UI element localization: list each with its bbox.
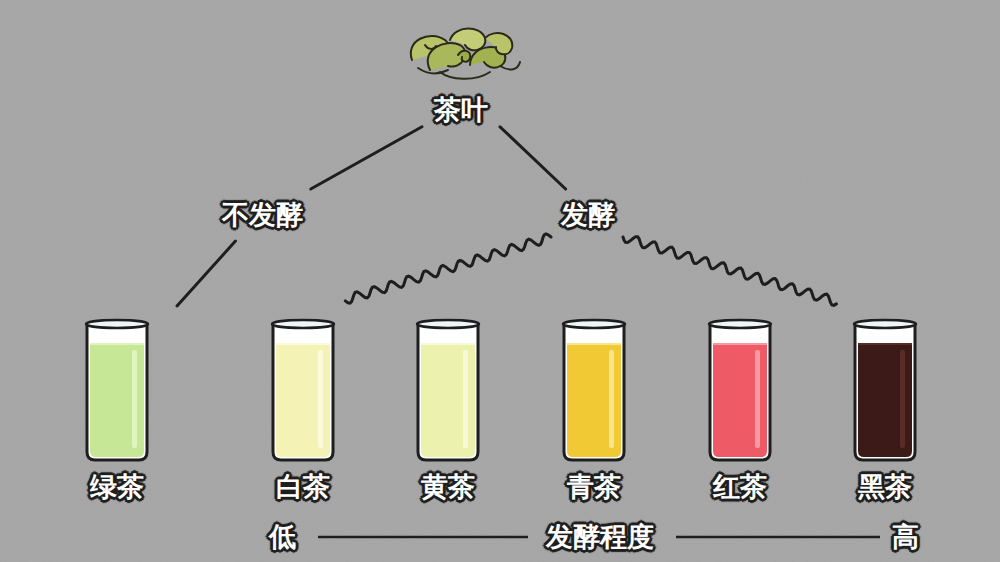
liquid-highlight xyxy=(900,350,905,448)
wavy-connector xyxy=(623,237,836,306)
glass-rim xyxy=(417,320,479,328)
tea-name: 黑茶 xyxy=(843,471,927,503)
glass-drawing xyxy=(82,318,152,463)
glass-body xyxy=(855,324,915,460)
tea-liquid xyxy=(90,344,144,457)
tea-name: 不发酵 xyxy=(220,199,305,231)
tea-name: 黄茶 xyxy=(406,471,490,503)
tree-connector xyxy=(500,127,566,189)
glass-rim xyxy=(563,320,625,328)
tea-name: 发酵 xyxy=(559,199,617,231)
glass-drawing xyxy=(413,318,483,463)
glass-outline xyxy=(273,324,333,460)
glass-drawing xyxy=(268,318,338,463)
glass-drawing xyxy=(705,318,775,463)
tea-name: 青茶 xyxy=(552,471,636,503)
glass-body xyxy=(710,324,770,460)
liquid-highlight xyxy=(609,350,614,448)
glass-outline xyxy=(87,324,147,460)
tea-liquid xyxy=(421,344,475,457)
tea-leaves-icon xyxy=(411,28,520,78)
tea-glass: 白茶 xyxy=(261,318,345,503)
tea-glass: 红茶 xyxy=(698,318,782,503)
glass-rim xyxy=(272,320,334,328)
glass-body xyxy=(418,324,478,460)
axis-high: 高 xyxy=(892,521,919,553)
wavy-connector xyxy=(345,234,551,303)
tea-name: 白茶 xyxy=(261,471,345,503)
tea-name: 红茶 xyxy=(698,471,782,503)
liquid-surface xyxy=(421,343,475,345)
branch-label: 不发酵 xyxy=(220,199,305,231)
glass-outline xyxy=(855,324,915,460)
liquid-highlight xyxy=(755,350,760,448)
glass-body xyxy=(87,324,147,460)
glass-body xyxy=(564,324,624,460)
tea-liquid xyxy=(858,344,912,457)
tea-liquid xyxy=(276,344,330,457)
liquid-highlight xyxy=(318,350,323,448)
liquid-surface xyxy=(858,343,912,345)
glass-rim xyxy=(709,320,771,328)
tea-glass: 黑茶 xyxy=(843,318,927,503)
tea-name: 绿茶 xyxy=(75,471,159,503)
glass-drawing xyxy=(559,318,629,463)
tea-name: 茶叶 xyxy=(432,94,490,126)
tea-liquid xyxy=(713,344,767,457)
tea-glass: 绿茶 xyxy=(75,318,159,503)
tree-connector xyxy=(177,241,236,306)
liquid-highlight xyxy=(463,350,468,448)
tree-connector xyxy=(311,127,422,189)
liquid-highlight xyxy=(132,350,137,448)
liquid-surface xyxy=(276,343,330,345)
axis-low: 低 xyxy=(269,521,296,553)
glass-outline xyxy=(564,324,624,460)
root-label: 茶叶 xyxy=(432,94,490,126)
axis-title: 发酵程度 xyxy=(546,521,654,553)
glass-rim xyxy=(86,320,148,328)
branch-label: 发酵 xyxy=(559,199,617,231)
tea-glass: 黄茶 xyxy=(406,318,490,503)
glass-body xyxy=(273,324,333,460)
tea-glass: 青茶 xyxy=(552,318,636,503)
liquid-surface xyxy=(567,343,621,345)
tea-liquid xyxy=(567,344,621,457)
liquid-surface xyxy=(713,343,767,345)
glass-rim xyxy=(854,320,916,328)
glass-drawing xyxy=(850,318,920,463)
glass-outline xyxy=(418,324,478,460)
glass-outline xyxy=(710,324,770,460)
liquid-surface xyxy=(90,343,144,345)
